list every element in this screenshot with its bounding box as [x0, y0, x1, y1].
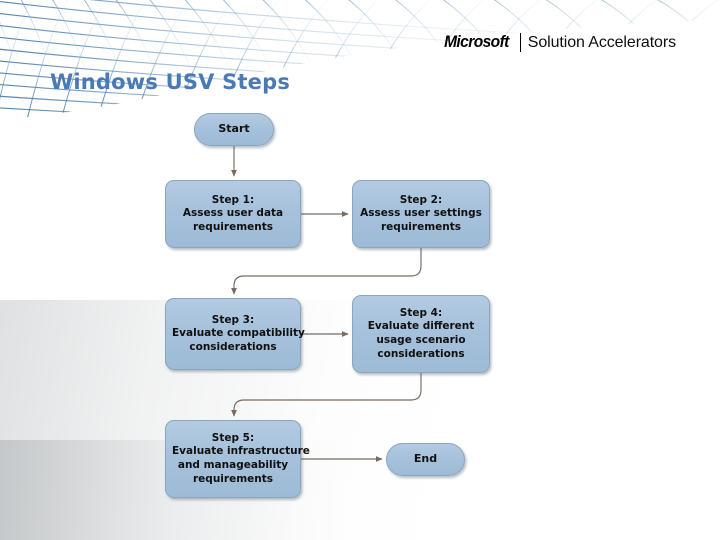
connector-step4-step5 — [231, 373, 422, 417]
node-line: Step 3: — [211, 313, 255, 326]
flow-node-step4[interactable]: Step 4: Evaluate different usage scenari… — [352, 295, 490, 373]
node-line: End — [413, 452, 438, 466]
node-line: considerations — [189, 340, 277, 353]
microsoft-wordmark: Microsoft — [443, 33, 509, 51]
node-line: considerations — [377, 347, 465, 360]
node-line: Assess user settings — [360, 207, 482, 220]
microsoft-solution-accelerators-logo: Microsoft Solution Accelerators — [442, 33, 676, 52]
node-line: Evaluate different — [367, 320, 475, 333]
connector-step2-step3 — [231, 248, 422, 295]
logo-divider — [519, 33, 521, 52]
node-line: usage scenario — [376, 334, 466, 346]
flow-node-start[interactable]: Start — [194, 113, 274, 146]
flow-node-step1[interactable]: Step 1: Assess user data requirements — [165, 180, 301, 248]
flow-node-step5[interactable]: Step 5: Evaluate infrastructure and mana… — [165, 420, 310, 498]
node-line: and manageability — [177, 459, 289, 471]
node-line: requirements — [381, 220, 461, 233]
node-line: Step 5: — [211, 431, 255, 444]
node-line: requirements — [193, 472, 273, 485]
flow-node-step3[interactable]: Step 3: Evaluate compatibility considera… — [165, 298, 305, 370]
node-line: Evaluate compatibility — [172, 327, 305, 340]
flow-node-step2[interactable]: Step 2: Assess user settings requirement… — [352, 180, 490, 248]
node-line: Assess user data — [182, 207, 284, 220]
node-line: Evaluate infrastructure — [172, 445, 310, 458]
node-line: Step 4: — [399, 306, 443, 319]
node-line: requirements — [193, 220, 273, 233]
flow-node-end[interactable]: End — [386, 443, 465, 476]
node-line: Step 1: — [211, 193, 255, 206]
solution-accelerators-label: Solution Accelerators — [527, 33, 676, 51]
page-title: Windows USV Steps — [50, 70, 291, 94]
node-line: Start — [218, 122, 250, 136]
node-line: Step 2: — [399, 193, 443, 206]
